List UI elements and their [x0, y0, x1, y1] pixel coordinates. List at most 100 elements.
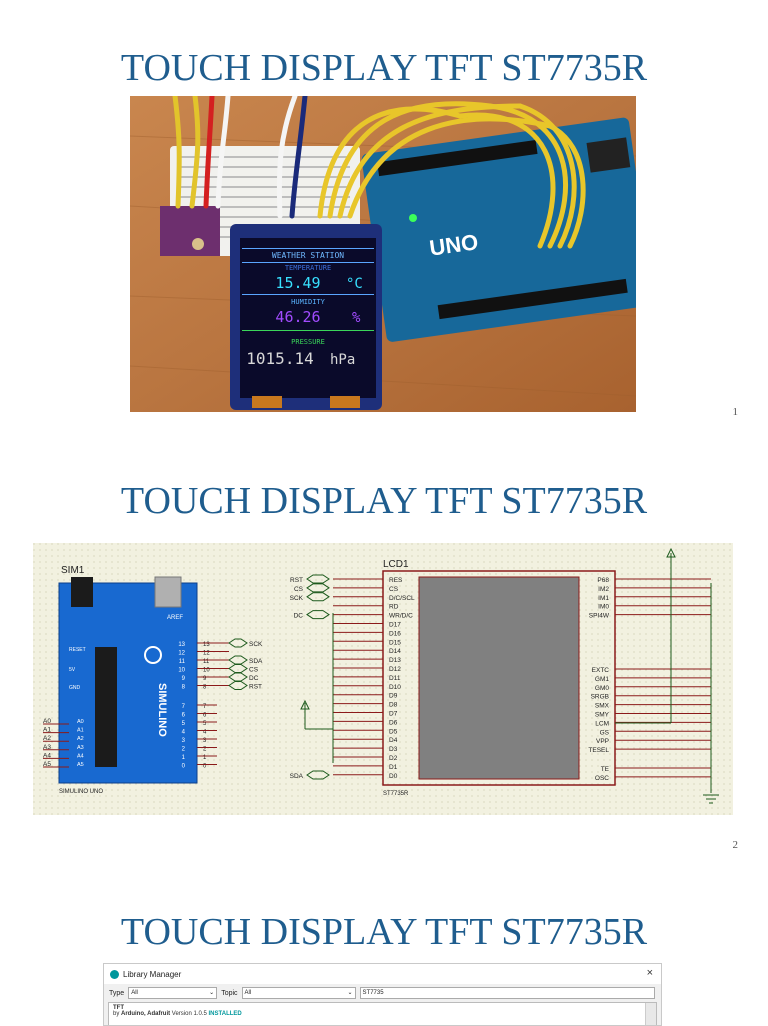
- net-arrow: [306, 574, 330, 584]
- temp-unit: °C: [346, 276, 363, 292]
- net-arrow: [228, 681, 248, 690]
- library-search-input[interactable]: ST7735: [359, 987, 655, 999]
- sim-ref: SIM1: [61, 565, 85, 576]
- arduino-pin-label: 8: [182, 685, 186, 691]
- chevron-down-icon: ⌄: [347, 990, 353, 996]
- library-manager-titlebar: Library Manager ×: [104, 964, 661, 984]
- close-icon[interactable]: ×: [646, 967, 653, 979]
- type-select-value: All: [131, 990, 138, 996]
- lcd-pin-label: TESEL: [588, 747, 609, 754]
- arduino-pin-number: 5: [203, 721, 207, 727]
- arduino-net-label: SDA: [249, 658, 263, 665]
- analog-pin-label: A3: [43, 744, 51, 751]
- humidity-label: HUMIDITY: [291, 298, 326, 306]
- arduino-pin-number: 3: [203, 738, 207, 744]
- library-result-list[interactable]: TFT by Arduino, Adafruit Version 1.0.5 I…: [108, 1002, 657, 1025]
- lcd-pin-label: D4: [389, 737, 398, 744]
- arduino-pin-number: 4: [203, 730, 207, 736]
- net-arrow: [228, 638, 248, 648]
- arduino-pin-label: 0: [182, 764, 186, 770]
- lcd-right-pins: P68IM2IM1IM0SPI4WEXTCGM1GM0SRGBSMXSMYLCM…: [588, 577, 711, 782]
- slide-2-page-number: 2: [732, 839, 739, 851]
- lcd-pin-label: D6: [389, 719, 398, 726]
- lcd-pin-label: TE: [601, 766, 610, 773]
- arduino-pin-label: 7: [182, 704, 186, 710]
- arduino-net-label: DC: [249, 675, 259, 682]
- lcd-pin-label: D8: [389, 702, 398, 709]
- arduino-net-label: RST: [249, 684, 262, 691]
- lcd-pin-label: D/C/SCL: [389, 595, 415, 602]
- temp-value: 15.49: [275, 274, 320, 292]
- lcd-pin-label: GM0: [595, 685, 609, 692]
- arduino-pin-label: 5: [182, 721, 186, 727]
- humidity-unit: %: [352, 310, 361, 326]
- net-arrow: [306, 770, 330, 780]
- lcd-pin-label: EXTC: [592, 667, 610, 674]
- lcd-pin-label: RES: [389, 577, 403, 584]
- pressure-value: 1015.14: [246, 349, 313, 368]
- aref-label: AREF: [167, 615, 183, 621]
- arduino-pin-number: 1: [203, 755, 207, 761]
- reset-label: RESET: [69, 647, 86, 653]
- library-filter-bar: Type All⌄ Topic All⌄ ST7735: [104, 984, 661, 1002]
- lcd-pin-label: D17: [389, 622, 401, 629]
- arduino-pin-label: 9: [182, 676, 186, 682]
- lcd-pin-label: D12: [389, 666, 401, 673]
- lcd-pin-label: D11: [389, 675, 401, 682]
- analog-pin-label: A2: [43, 735, 51, 742]
- library-item-status: INSTALLED: [208, 1011, 242, 1017]
- net-label: SCK: [290, 595, 304, 602]
- analog-pin-label-board: A0: [77, 719, 84, 725]
- lcd-ref: LCD1: [383, 559, 409, 570]
- arduino-pin-label: 4: [182, 730, 186, 736]
- lcd-left-pins: RESCSD/C/SCLRDWR/D/CD17D16D15D14D13D12D1…: [333, 577, 415, 780]
- lcd-pin-label: SMY: [595, 712, 610, 719]
- topic-label: Topic: [221, 989, 238, 997]
- lcd-pin-label: IM1: [598, 595, 609, 602]
- slide-1-page-number: 1: [732, 406, 739, 418]
- lcd-pin-label: D7: [389, 711, 398, 718]
- slide-1-title: TOUCH DISPLAY TFT ST7735R: [120, 47, 648, 89]
- type-select[interactable]: All ⌄: [128, 987, 218, 999]
- arduino-pin-label: 10: [178, 668, 185, 674]
- sim-footer: SIMULINO UNO: [59, 789, 103, 795]
- analog-pin-label: A1: [43, 727, 51, 734]
- topic-select-value: All: [244, 990, 252, 996]
- library-item-authors: Arduino, Adafruit: [121, 1011, 171, 1017]
- temp-label: TEMPERATURE: [285, 264, 331, 272]
- arduino-pin-label: 2: [182, 747, 186, 753]
- net-arrow: [306, 592, 330, 602]
- analog-pin-label-board: A2: [77, 736, 84, 742]
- lcd-pin-label: D1: [389, 764, 398, 771]
- lcd-pin-label: RD: [389, 604, 399, 611]
- arduino-pin-number: 12: [203, 651, 210, 657]
- lcd-pin-label: D15: [389, 639, 401, 646]
- humidity-value: 46.26: [275, 308, 320, 326]
- lcd-pin-label: SPI4W: [589, 613, 610, 620]
- library-manager-window: Library Manager × Type All⌄ Topic All⌄ S…: [103, 963, 662, 1026]
- lcd-pin-label: D16: [389, 630, 401, 637]
- lcd-pin-label: D9: [389, 693, 398, 700]
- lcd-pin-label: WR/D/C: [389, 613, 413, 620]
- lcd-pin-label: D3: [389, 746, 398, 753]
- topic-select[interactable]: All ⌄: [241, 987, 356, 999]
- chevron-down-icon: ⌄: [209, 990, 215, 996]
- arduino-pin-number: 6: [203, 713, 207, 719]
- photo-illustration: UNO WEATHER STATION TE: [130, 96, 636, 412]
- lcd-pin-label: SRGB: [591, 694, 609, 701]
- lcd-pin-label: CS: [389, 586, 399, 593]
- arduino-pin-label: 1: [182, 755, 186, 761]
- analog-pin-label: A4: [43, 752, 51, 759]
- analog-pin-label: A5: [43, 761, 51, 768]
- pressure-label: PRESSURE: [291, 338, 325, 346]
- arduino-pin-label: 3: [182, 738, 186, 744]
- analog-pin-label-board: A1: [77, 728, 84, 734]
- arduino-pin-label: 11: [179, 659, 186, 665]
- analog-pin-label-board: A5: [77, 762, 84, 768]
- arduino-pin-number: 10: [203, 668, 210, 674]
- arduino-pin-number: 0: [203, 764, 207, 770]
- net-label: DC: [294, 613, 304, 620]
- library-scrollbar[interactable]: [645, 1003, 656, 1025]
